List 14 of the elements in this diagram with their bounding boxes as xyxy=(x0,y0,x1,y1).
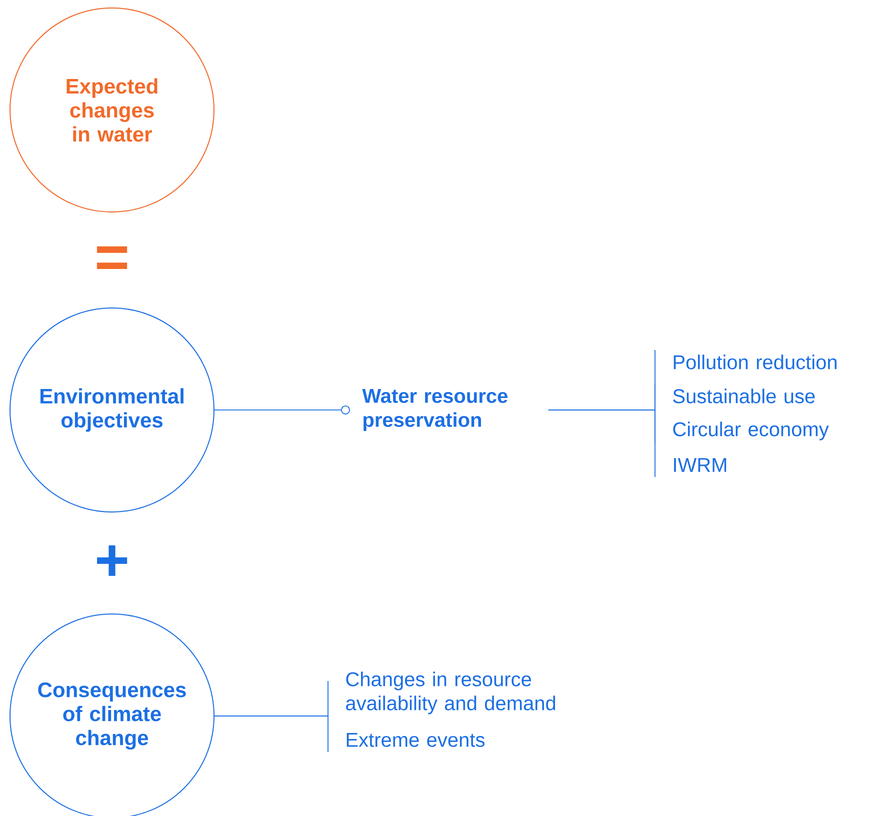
list-item: Changes in resource availability and demand xyxy=(346,672,556,714)
circle-node: Expected changes in water xyxy=(10,7,214,212)
list-item: Pollution reduction xyxy=(674,354,837,370)
circle-node: Environmental objectives xyxy=(10,307,214,512)
bracket-connector xyxy=(548,410,656,478)
heading-text: Water resource preservation xyxy=(362,389,508,431)
operator-sign: = xyxy=(96,246,128,270)
list-item: IWRM xyxy=(674,458,726,472)
connector-line xyxy=(214,405,350,414)
list-item: Extreme events xyxy=(346,733,485,747)
list-item: Circular economy xyxy=(673,422,829,440)
operator-sign: + xyxy=(97,545,128,576)
list-item: Sustainable use xyxy=(673,388,815,404)
bracket-connector xyxy=(214,716,328,752)
